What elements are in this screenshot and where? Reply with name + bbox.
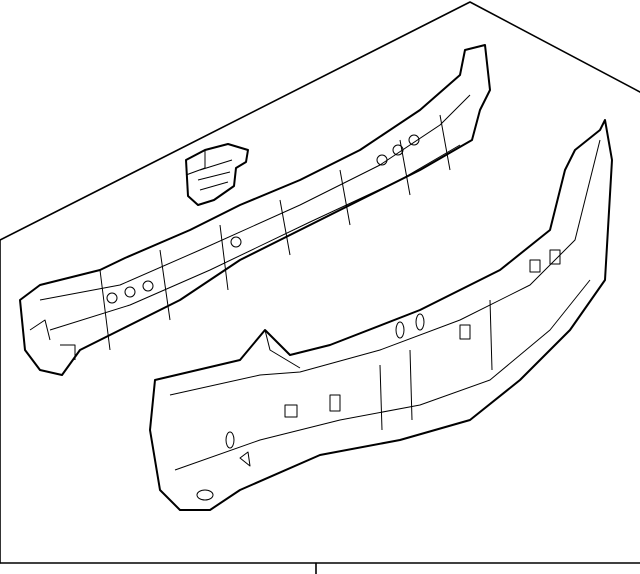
lower-panel-part	[149, 119, 613, 511]
bracket-part	[185, 143, 249, 206]
upper-panel-part	[19, 44, 491, 376]
